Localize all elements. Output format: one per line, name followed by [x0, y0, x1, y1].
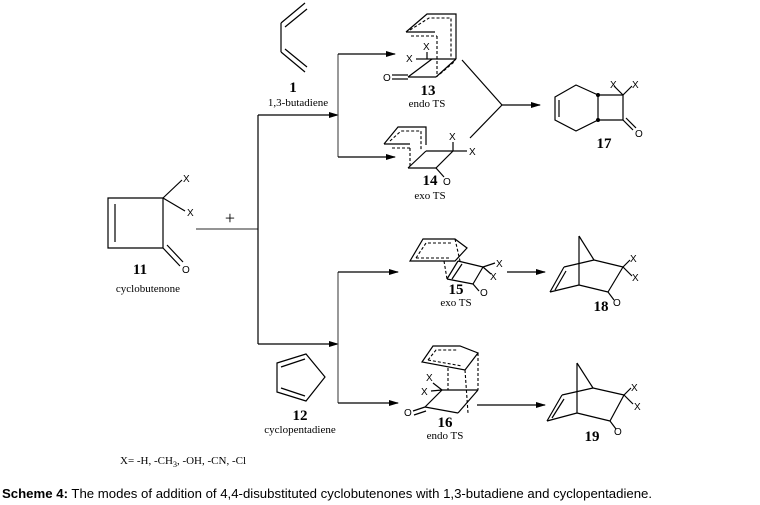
atom-o: O: [614, 427, 622, 438]
atom-x: X: [631, 383, 638, 394]
plus-sign: +: [225, 208, 235, 228]
compound-name-13: endo TS: [409, 98, 446, 110]
compound-number-19: 19: [585, 429, 600, 445]
compound-number-15: 15: [449, 282, 464, 298]
compound-13-structure: X X O: [383, 13, 457, 84]
compound-name-12: cyclopentadiene: [264, 424, 336, 436]
atom-o: O: [480, 288, 488, 299]
substituent-subscript: 3: [172, 460, 177, 470]
compound-number-11: 11: [133, 262, 147, 278]
compound-name-16: endo TS: [427, 430, 464, 442]
compound-number-13: 13: [421, 83, 436, 99]
atom-x: X: [632, 80, 639, 91]
figure-caption: Scheme 4: The modes of addition of 4,4-d…: [2, 486, 652, 501]
compound-19-structure: X X O: [546, 362, 641, 438]
compound-12-structure: [276, 353, 326, 402]
compound-17-structure: X X O: [554, 80, 643, 140]
atom-x: X: [183, 174, 190, 185]
atom-o: O: [443, 177, 451, 188]
atom-x: X: [632, 273, 639, 284]
atom-x: X: [634, 402, 641, 413]
compound-name-14: exo TS: [414, 190, 445, 202]
compound-name-11: cyclobutenone: [116, 283, 180, 295]
atom-o: O: [635, 129, 643, 140]
compound-16-structure: X X O: [404, 345, 479, 419]
compound-name-1: 1,3-butadiene: [268, 97, 328, 109]
compound-number-1: 1: [289, 80, 297, 96]
substituent-suffix: , -OH, -CN, -Cl: [176, 455, 247, 467]
compound-number-14: 14: [423, 173, 439, 189]
compound-number-12: 12: [293, 408, 308, 424]
atom-x: X: [630, 254, 637, 265]
compound-number-16: 16: [438, 415, 454, 431]
atom-o: O: [182, 265, 190, 276]
converging-line: [461, 59, 503, 106]
atom-x: X: [490, 272, 497, 283]
compound-11-structure: X X O: [107, 174, 194, 276]
atom-x: X: [406, 54, 413, 65]
converging-line: [469, 104, 503, 139]
atom-x: X: [469, 147, 476, 158]
atom-x: X: [426, 373, 433, 384]
compound-15-structure: X X O: [408, 238, 503, 299]
compound-name-15: exo TS: [440, 297, 471, 309]
atom-x: X: [449, 132, 456, 143]
atom-x: X: [496, 259, 503, 270]
atom-x: X: [423, 42, 430, 53]
caption-label: Scheme 4:: [2, 486, 68, 501]
compound-number-18: 18: [594, 299, 609, 315]
substituent-definition: X= -H, -CH3, -OH, -CN, -Cl: [120, 455, 246, 469]
atom-o: O: [404, 408, 412, 419]
atom-x: X: [187, 208, 194, 219]
atom-o: O: [613, 298, 621, 309]
caption-text: The modes of addition of 4,4-disubstitut…: [67, 486, 653, 501]
compound-1-structure: [280, 2, 308, 73]
atom-o: O: [383, 73, 391, 84]
compound-18-structure: X X O: [549, 235, 639, 309]
substituent-prefix: X= -H, -CH: [120, 455, 173, 467]
compound-14-structure: X X O: [383, 126, 476, 188]
atom-x: X: [610, 80, 617, 91]
atom-x: X: [421, 387, 428, 398]
compound-number-17: 17: [597, 136, 613, 152]
